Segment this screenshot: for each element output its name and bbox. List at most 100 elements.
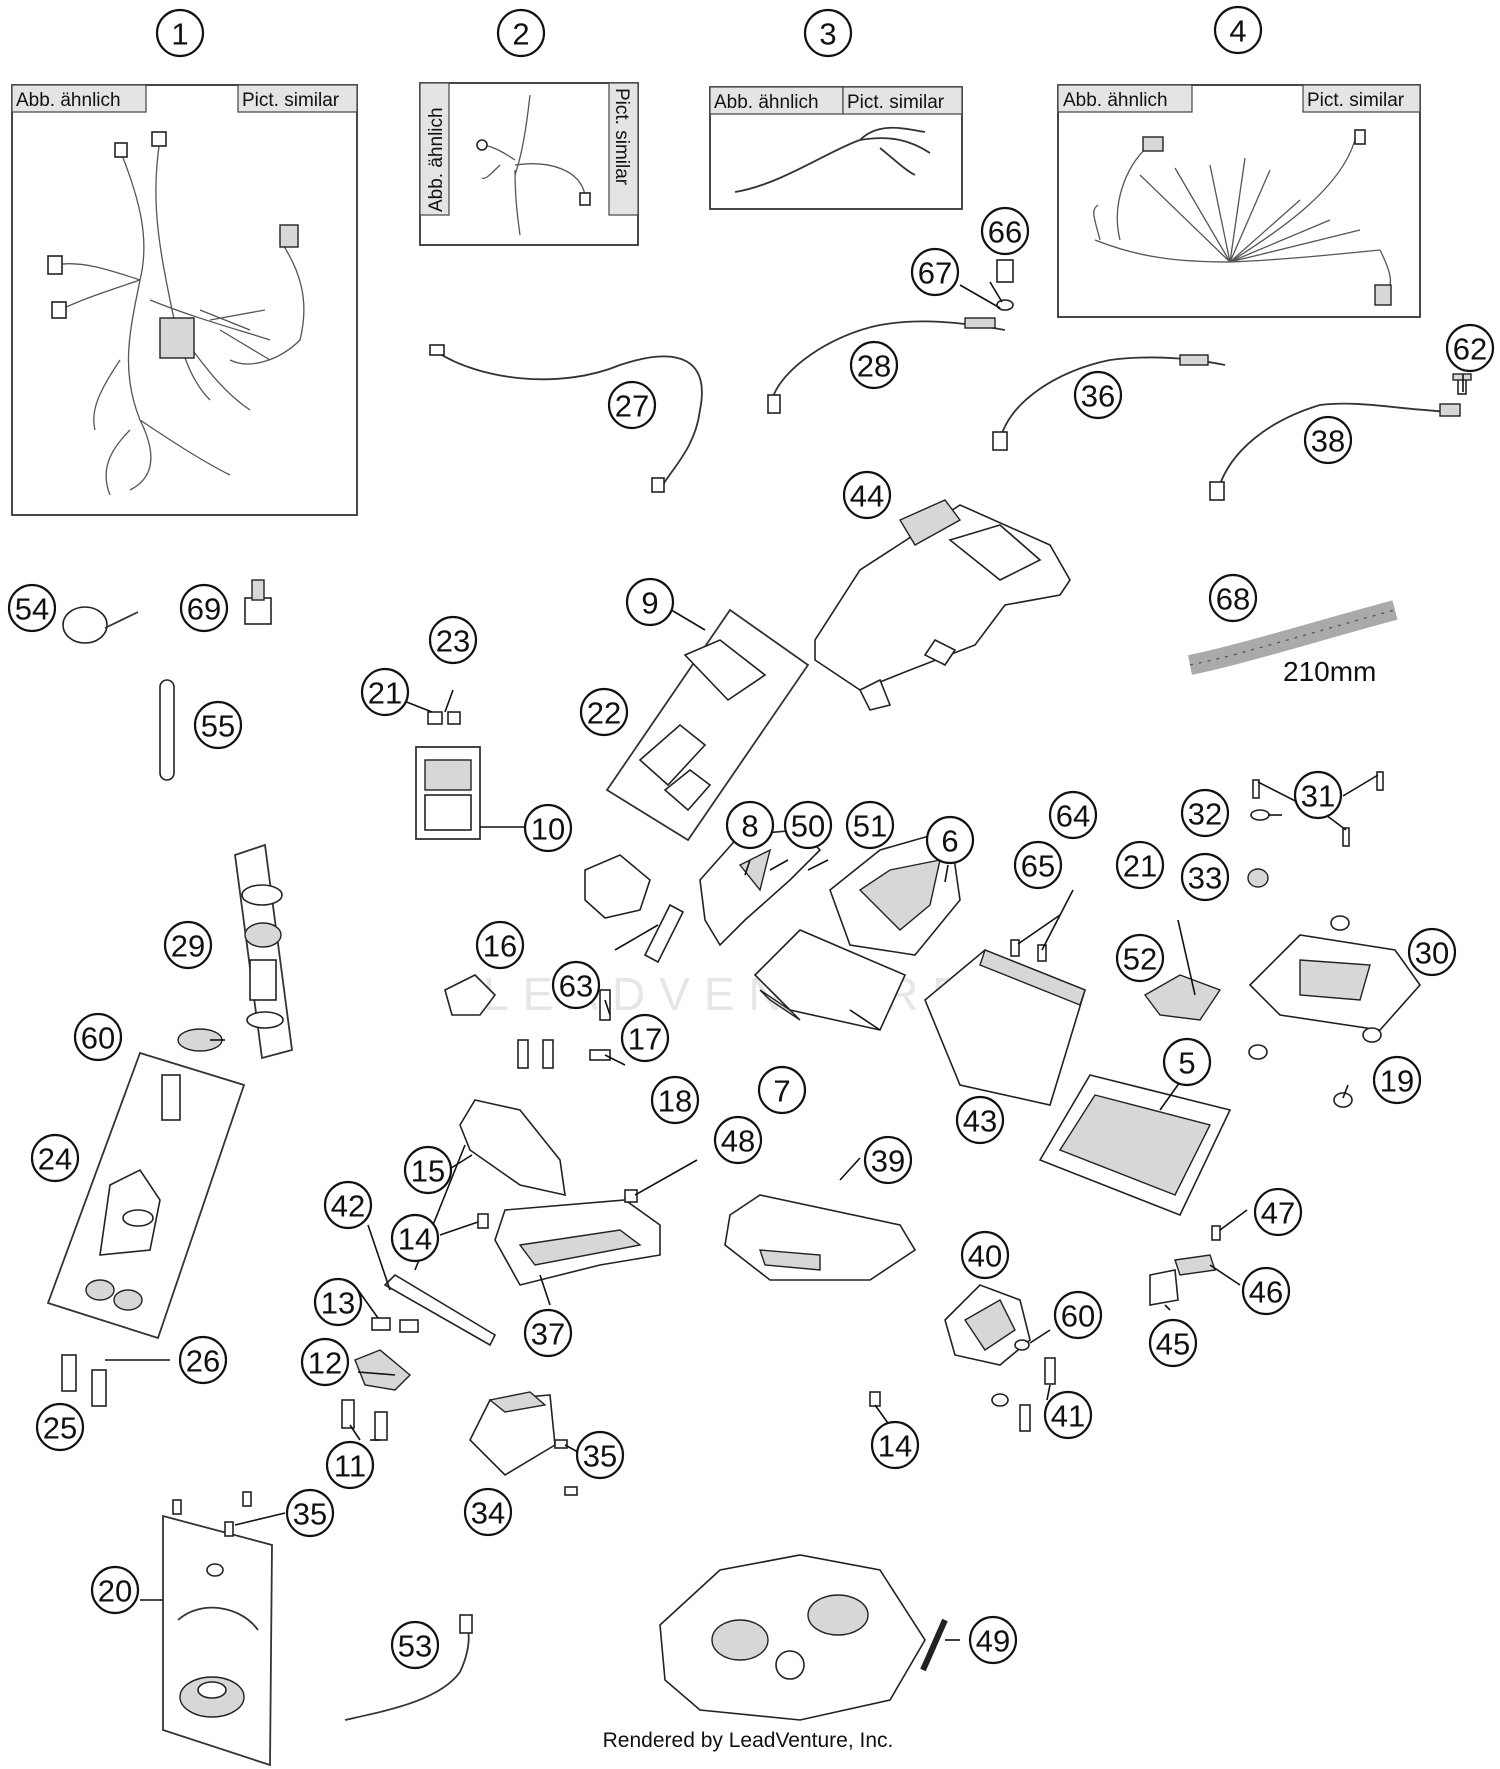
callout-38[interactable]: 38 xyxy=(1303,415,1353,465)
callout-37[interactable]: 37 xyxy=(523,1308,573,1358)
callout-31[interactable]: 31 xyxy=(1293,770,1343,820)
callout-46[interactable]: 46 xyxy=(1241,1266,1291,1316)
sub-harness-4 xyxy=(1093,129,1392,306)
callout-40[interactable]: 40 xyxy=(960,1230,1010,1280)
screw-35-3 xyxy=(224,1521,234,1537)
callout-6[interactable]: 6 xyxy=(925,815,975,865)
callout-68[interactable]: 68 xyxy=(1208,573,1258,623)
callout-49[interactable]: 49 xyxy=(968,1615,1018,1665)
callout-39[interactable]: 39 xyxy=(863,1135,913,1185)
callout-64[interactable]: 64 xyxy=(1048,790,1098,840)
callout-45[interactable]: 45 xyxy=(1148,1318,1198,1368)
svg-text:68: 68 xyxy=(1216,582,1250,617)
svg-text:15: 15 xyxy=(411,1154,445,1189)
callout-47[interactable]: 47 xyxy=(1253,1187,1303,1237)
callout-18[interactable]: 18 xyxy=(650,1075,700,1125)
callout-28[interactable]: 28 xyxy=(849,340,899,390)
callout-50[interactable]: 50 xyxy=(783,800,833,850)
callout-22[interactable]: 22 xyxy=(579,687,629,737)
callout-14a[interactable]: 14 xyxy=(390,1213,440,1263)
callout-2[interactable]: 2 xyxy=(496,8,546,58)
svg-text:39: 39 xyxy=(871,1144,905,1179)
callout-42[interactable]: 42 xyxy=(323,1180,373,1230)
callout-21b[interactable]: 21 xyxy=(1115,840,1165,890)
callout-25[interactable]: 25 xyxy=(35,1402,85,1452)
pins-17 xyxy=(517,989,611,1069)
callout-16[interactable]: 16 xyxy=(475,920,525,970)
svg-text:55: 55 xyxy=(201,709,235,744)
callout-17[interactable]: 17 xyxy=(620,1013,670,1063)
svg-text:64: 64 xyxy=(1056,799,1090,834)
engine-control-unit-30 xyxy=(1248,934,1422,1031)
horn-kit-20 xyxy=(162,1514,273,1767)
svg-text:24: 24 xyxy=(38,1142,72,1177)
callout-30[interactable]: 30 xyxy=(1407,927,1457,977)
grommet-33 xyxy=(1247,868,1269,888)
callout-69[interactable]: 69 xyxy=(179,583,229,633)
callout-36[interactable]: 36 xyxy=(1073,370,1123,420)
callout-35b[interactable]: 35 xyxy=(285,1488,335,1538)
screws-11 xyxy=(341,1399,388,1441)
valve-69 xyxy=(244,579,272,625)
callout-10[interactable]: 10 xyxy=(523,803,573,853)
callout-44[interactable]: 44 xyxy=(842,470,892,520)
callout-26[interactable]: 26 xyxy=(178,1335,228,1385)
svg-text:40: 40 xyxy=(968,1239,1002,1274)
callout-52[interactable]: 52 xyxy=(1115,933,1165,983)
callout-55[interactable]: 55 xyxy=(193,700,243,750)
callout-21a[interactable]: 21 xyxy=(360,667,410,717)
callout-48[interactable]: 48 xyxy=(713,1115,763,1165)
callout-29[interactable]: 29 xyxy=(163,920,213,970)
callout-20[interactable]: 20 xyxy=(90,1565,140,1615)
callout-62[interactable]: 62 xyxy=(1445,323,1495,373)
callout-7[interactable]: 7 xyxy=(757,1065,807,1115)
callout-11[interactable]: 11 xyxy=(325,1440,375,1490)
callout-13[interactable]: 13 xyxy=(313,1277,363,1327)
svg-text:54: 54 xyxy=(15,592,49,627)
ignition-lock-24 xyxy=(46,1051,246,1340)
callout-14b[interactable]: 14 xyxy=(870,1420,920,1470)
callout-19[interactable]: 19 xyxy=(1372,1055,1422,1105)
callout-60a[interactable]: 60 xyxy=(73,1012,123,1062)
svg-text:60: 60 xyxy=(1061,1299,1095,1334)
callout-1[interactable]: 1 xyxy=(155,8,205,58)
svg-text:2: 2 xyxy=(512,17,529,52)
svg-text:30: 30 xyxy=(1415,936,1449,971)
callout-65[interactable]: 65 xyxy=(1013,840,1063,890)
relay-holder-10 xyxy=(584,854,651,919)
callout-3[interactable]: 3 xyxy=(803,8,853,58)
throttle-body xyxy=(659,1554,926,1721)
connector-18 xyxy=(589,1049,611,1061)
callout-66[interactable]: 66 xyxy=(980,206,1030,256)
callout-43[interactable]: 43 xyxy=(955,1095,1005,1145)
callout-24[interactable]: 24 xyxy=(30,1133,80,1183)
callout-9[interactable]: 9 xyxy=(625,577,675,627)
svg-text:5: 5 xyxy=(1178,1046,1195,1081)
callout-4[interactable]: 4 xyxy=(1213,5,1263,55)
length-label: 210mm xyxy=(1283,656,1376,687)
callout-51[interactable]: 51 xyxy=(845,800,895,850)
callout-32[interactable]: 32 xyxy=(1180,788,1230,838)
svg-text:6: 6 xyxy=(941,824,958,859)
callout-23[interactable]: 23 xyxy=(428,615,478,665)
callout-12[interactable]: 12 xyxy=(300,1337,350,1387)
svg-text:63: 63 xyxy=(559,969,593,1004)
callout-60b[interactable]: 60 xyxy=(1053,1290,1103,1340)
callout-54[interactable]: 54 xyxy=(7,583,57,633)
tag-en-vertical: Pict. similar xyxy=(611,88,632,186)
callout-63[interactable]: 63 xyxy=(551,960,601,1010)
screw-14a xyxy=(477,1213,489,1229)
callout-67[interactable]: 67 xyxy=(910,247,960,297)
callout-15[interactable]: 15 xyxy=(403,1145,453,1195)
callout-34[interactable]: 34 xyxy=(463,1487,513,1537)
tag-en: Pict. similar xyxy=(242,90,340,111)
ignition-parts-29 xyxy=(234,843,293,1060)
callout-35a[interactable]: 35 xyxy=(575,1430,625,1480)
callout-5[interactable]: 5 xyxy=(1162,1037,1212,1087)
callout-41[interactable]: 41 xyxy=(1043,1390,1093,1440)
callout-8[interactable]: 8 xyxy=(725,800,775,850)
callout-27[interactable]: 27 xyxy=(607,380,657,430)
callout-53[interactable]: 53 xyxy=(390,1620,440,1670)
svg-text:11: 11 xyxy=(334,1449,366,1484)
callout-33[interactable]: 33 xyxy=(1180,852,1230,902)
